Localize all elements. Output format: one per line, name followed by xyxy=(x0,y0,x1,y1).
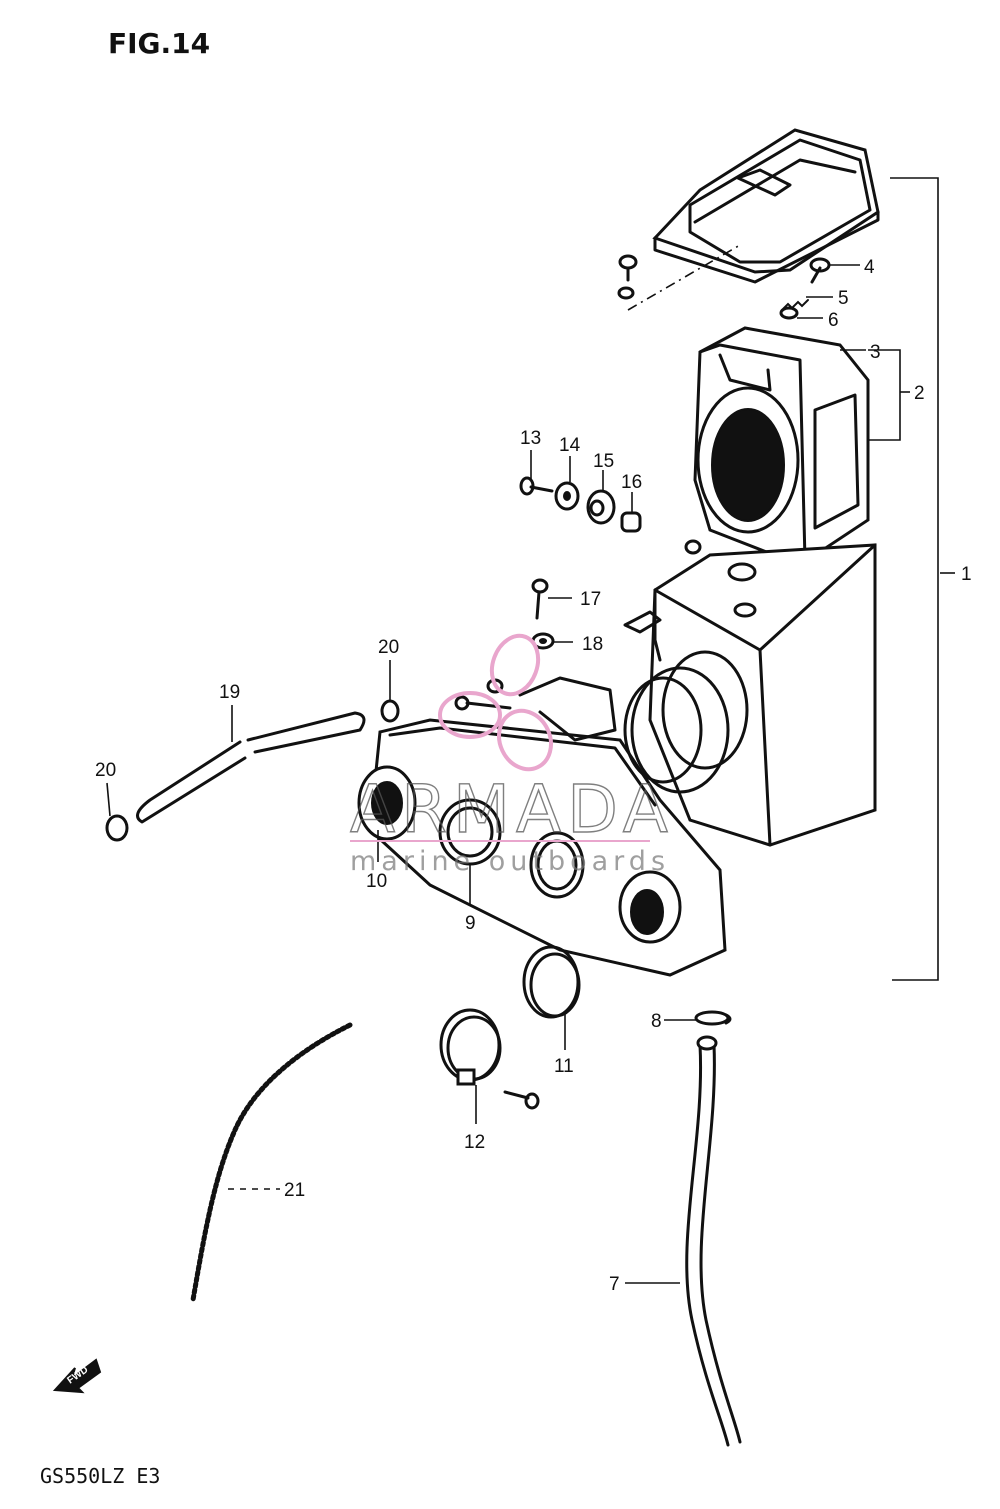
air-cleaner-housing xyxy=(623,539,877,847)
callout-9: 9 xyxy=(465,913,476,934)
nut-6 xyxy=(779,306,799,320)
forward-direction-arrow: FWD xyxy=(52,1358,102,1394)
armada-logo-icon xyxy=(438,633,553,772)
watermark-brand: ARMADA xyxy=(350,771,674,848)
clamp-20-lower xyxy=(105,814,129,842)
callout-7: 7 xyxy=(609,1274,620,1295)
callout-10: 10 xyxy=(366,871,387,892)
spring-5 xyxy=(781,299,809,311)
grommet-15 xyxy=(586,489,616,525)
callout-2: 2 xyxy=(914,383,925,404)
clamp-20-upper xyxy=(380,699,400,723)
callout-13: 13 xyxy=(520,428,541,449)
callout-4: 4 xyxy=(864,257,875,278)
callout-14: 14 xyxy=(559,435,581,456)
watermark-tagline: marine outboards xyxy=(350,846,670,877)
callout-8: 8 xyxy=(651,1011,662,1032)
washer-14 xyxy=(554,481,580,511)
callout-21: 21 xyxy=(284,1180,305,1201)
screw-17 xyxy=(531,578,549,620)
callout-3: 3 xyxy=(870,342,881,363)
air-cleaner-element xyxy=(693,326,870,567)
callout-6: 6 xyxy=(828,310,839,331)
callout-15: 15 xyxy=(593,451,614,472)
callout-11: 11 xyxy=(554,1056,574,1077)
clamp-11 xyxy=(522,945,581,1019)
callout-19: 19 xyxy=(219,682,240,703)
bolt-13 xyxy=(519,476,554,496)
callout-20-upper: 20 xyxy=(378,637,399,658)
callout-20-lower: 20 xyxy=(95,760,116,781)
callout-18: 18 xyxy=(582,634,603,655)
callout-12: 12 xyxy=(464,1132,485,1153)
callout-5: 5 xyxy=(838,288,849,309)
callout-1: 1 xyxy=(961,564,972,585)
callout-17: 17 xyxy=(580,589,601,610)
spacer-16 xyxy=(620,511,642,533)
cover-alignment-line xyxy=(627,244,741,311)
hose-21 xyxy=(190,1022,353,1303)
callout-numbers: 1 2 3 4 5 6 7 8 9 10 11 12 13 14 15 16 1… xyxy=(95,257,972,1295)
intake-screw xyxy=(454,678,512,711)
drain-hose-7 xyxy=(685,1035,742,1447)
cover-screw xyxy=(617,254,638,300)
breather-hose-19 xyxy=(136,711,366,824)
clamp-12 xyxy=(439,1008,540,1110)
leader-lines xyxy=(106,177,955,1284)
air-cleaner-cover xyxy=(652,128,880,284)
callout-16: 16 xyxy=(621,472,642,493)
figure-title: FIG.14 xyxy=(108,27,210,60)
clip-8 xyxy=(694,1010,732,1026)
screw-4 xyxy=(809,257,831,284)
armada-watermark: ARMADA marine outboards xyxy=(349,633,674,877)
model-code: GS550LZ E3 xyxy=(40,1464,160,1488)
